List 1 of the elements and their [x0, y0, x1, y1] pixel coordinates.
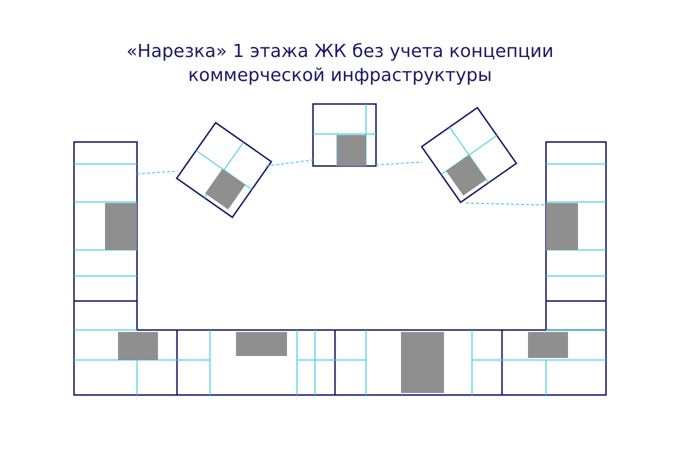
diagram-title: «Нарезка» 1 этажа ЖК без учета концепции коммерческой инфраструктуры: [125, 40, 555, 88]
